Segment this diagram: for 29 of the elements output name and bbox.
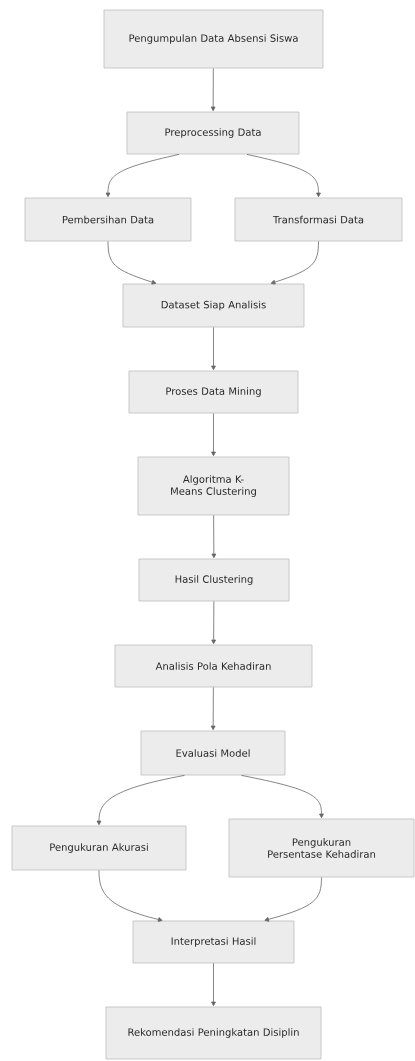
process-box: Pembersihan Data — [24, 197, 192, 242]
arrow — [270, 241, 319, 285]
process-box: Dataset Siap Analisis — [122, 283, 305, 328]
process-box: Algoritma K-Means Clustering — [137, 456, 290, 516]
process-box: Transformasi Data — [234, 197, 403, 242]
process-box: Pengukuran Persentase Kehadiran — [228, 818, 415, 878]
process-box: Evaluasi Model — [140, 730, 286, 776]
arrow — [211, 963, 216, 1007]
arrow — [241, 775, 324, 819]
arrow — [96, 775, 185, 826]
process-box: Pengukuran Akurasi — [11, 825, 187, 871]
arrow — [107, 241, 157, 285]
arrow — [105, 154, 180, 198]
arrow — [211, 327, 216, 371]
arrow — [264, 877, 322, 922]
process-box: Interpretasi Hasil — [132, 920, 295, 964]
arrow — [246, 154, 321, 198]
process-box: Proses Data Mining — [128, 370, 299, 414]
process-box: Preprocessing Data — [126, 111, 300, 155]
process-box: Pengumpulan Data Absensi Siswa — [103, 9, 324, 69]
arrow — [211, 601, 216, 645]
arrow — [211, 515, 217, 559]
process-box: Hasil Clustering — [138, 558, 290, 602]
arrow — [211, 413, 216, 457]
arrow — [210, 68, 216, 112]
arrow — [210, 687, 216, 731]
arrow — [98, 870, 163, 922]
process-box: Rekomendasi Peningkatan Disiplin — [105, 1006, 322, 1060]
process-box: Analisis Pola Kehadiran — [114, 644, 313, 688]
